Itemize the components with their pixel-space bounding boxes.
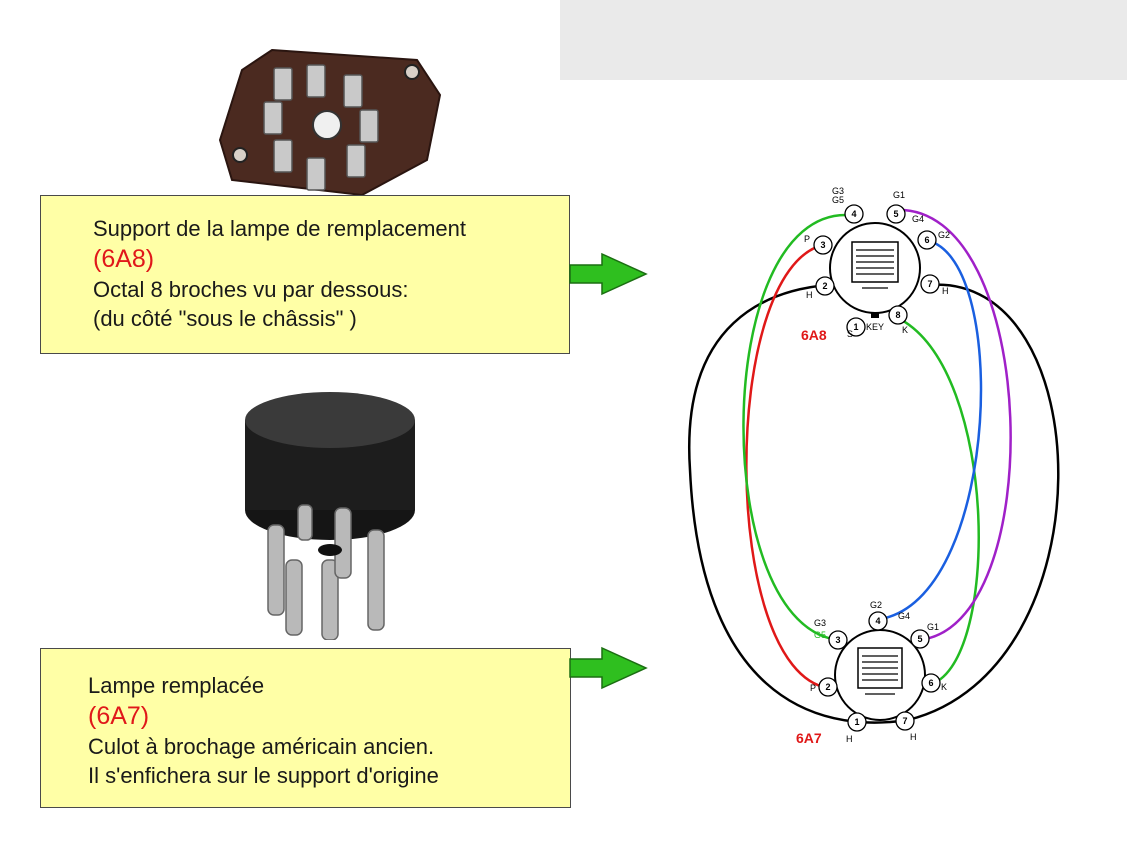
note-line: Culot à brochage américain ancien. [88,734,435,759]
pin-1-label: 1 [853,322,858,332]
note-line: Octal 8 broches vu par dessous: [93,277,409,302]
wire-purple [893,208,1012,642]
wiring-diagram: 1 2 3 4 5 6 7 8 G3 G5 G1 G4 G2 P H H S K… [687,186,1060,746]
note-line: Support de la lampe de remplacement [93,216,466,241]
tube-6a7: 1 2 3 4 5 6 7 G2 G4 G3 G5 G1 P K H H 6A7 [796,600,947,746]
pin-2-label: 2 [825,682,830,692]
right-background-panel [540,80,1127,849]
electrode-label: G3 [814,618,826,628]
electrode-label: G2 [870,600,882,610]
tube-6a8: 1 2 3 4 5 6 7 8 G3 G5 G1 G4 G2 P H H S K… [801,186,950,343]
tube-name-label: 6A7 [796,730,822,746]
pin-6-label: 6 [928,678,933,688]
electrode-label: H [942,286,949,296]
electrode-label: G5 [832,195,844,205]
note-line: Il s'enfichera sur le support d'origine [88,763,439,788]
pin-5-label: 5 [893,209,898,219]
replaced-tube-note: Lampe remplacée (6A7) Culot à brochage a… [40,648,571,808]
replacement-socket-note: Support de la lampe de remplacement (6A8… [40,195,570,354]
electrode-label: G2 [938,230,950,240]
socket-photo [218,48,442,197]
pin-4-label: 4 [875,616,880,626]
electrode-label: G3 [832,186,844,196]
electrode-label: G1 [893,190,905,200]
tube-base-photo [245,392,415,640]
electrode-label: H [806,290,813,300]
note-line: (du côté "sous le châssis" ) [93,306,357,331]
pin-4-label: 4 [851,209,856,219]
electrode-label: P [804,234,810,244]
pin-1-label: 1 [854,717,859,727]
wire-blue [884,238,983,620]
electrode-label: G1 [927,622,939,632]
arrow-right-icon [569,646,648,690]
electrode-label: H [910,732,917,742]
key-label: KEY [866,322,884,332]
electrode-label: K [902,325,908,335]
electrode-label: G4 [898,611,910,621]
pin-3-label: 3 [820,240,825,250]
electrode-label: G4 [912,214,924,224]
pin-7-label: 7 [902,716,907,726]
electrode-label: P [810,683,816,693]
pin-6-label: 6 [924,235,929,245]
tube-code-label: (6A7) [88,702,150,730]
electrode-label: K [941,682,947,692]
pin-8-label: 8 [895,310,900,320]
arrow-right-icon [569,252,648,296]
electrode-label: H [846,734,853,744]
pin-5-label: 5 [917,634,922,644]
wire-green-g3 [742,213,849,642]
electrode-label: S [847,329,853,339]
pin-2-label: 2 [822,281,827,291]
pin-3-label: 3 [835,635,840,645]
tube-code-label: (6A8) [93,245,155,273]
tube-name-label: 6A8 [801,327,827,343]
note-line: Lampe remplacée [88,673,265,698]
wire-black [687,283,1060,724]
electrode-label: G5 [814,630,826,640]
pin-7-label: 7 [927,279,932,289]
wire-green-k [897,316,980,687]
